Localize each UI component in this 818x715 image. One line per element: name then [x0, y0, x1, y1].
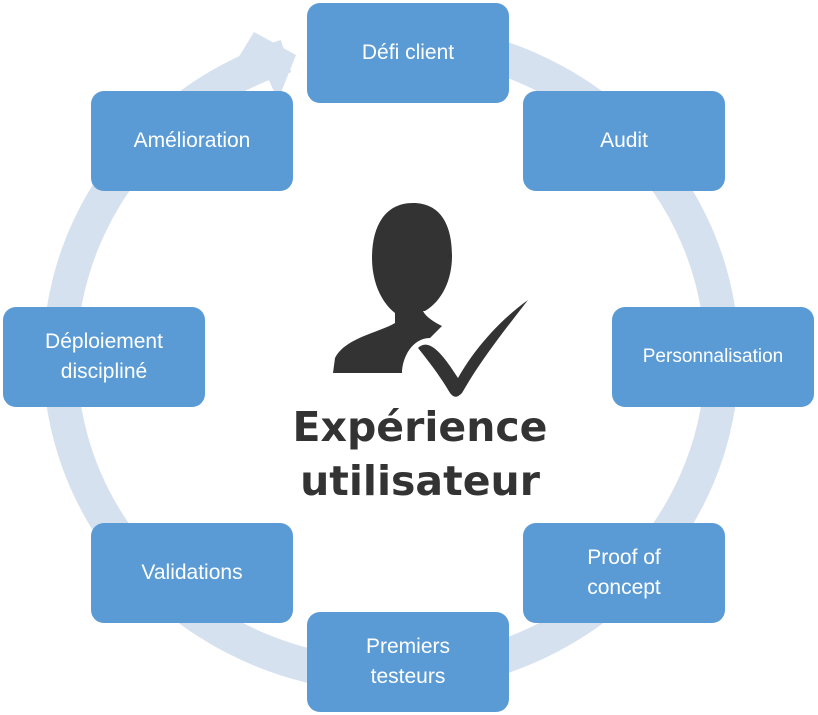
step-label: Amélioration: [133, 129, 251, 152]
user-silhouette-icon: [333, 203, 452, 373]
step-label: Validations: [141, 561, 243, 584]
step-label: Audit: [600, 129, 648, 152]
center-title: Expérience utilisateur: [292, 403, 548, 505]
step-deploiement-discipline: Déploiement discipliné: [3, 307, 205, 407]
step-validations: Validations: [91, 523, 293, 623]
step-defi-client: Défi client: [307, 3, 509, 103]
step-label: Défi client: [361, 41, 455, 64]
step-personnalisation: Personnalisation: [612, 307, 814, 407]
step-label: Proof of concept: [587, 546, 661, 599]
step-label: Premiers testeurs: [365, 635, 450, 688]
step-amelioration: Amélioration: [91, 91, 293, 191]
step-premiers-testeurs: Premiers testeurs: [307, 612, 509, 712]
step-proof-of-concept: Proof of concept: [523, 523, 725, 623]
user-check-icon: [333, 203, 528, 397]
step-audit: Audit: [523, 91, 725, 191]
cycle-arrowhead-icon: [232, 32, 296, 100]
checkmark-icon: [418, 300, 528, 397]
step-label: Personnalisation: [642, 346, 784, 367]
step-label: Déploiement discipliné: [45, 330, 163, 383]
